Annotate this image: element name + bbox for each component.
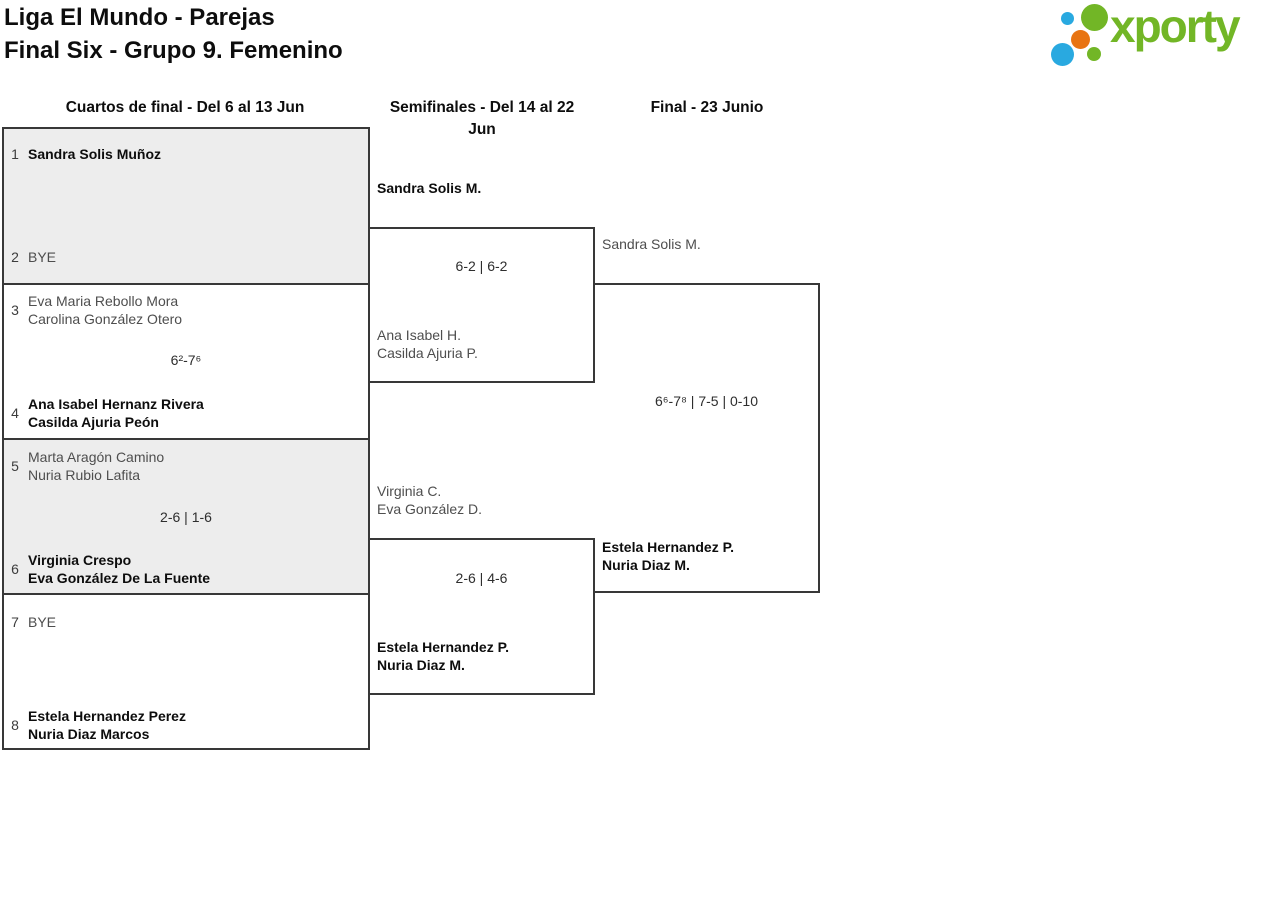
page-title: Liga El Mundo - Parejas Final Six - Grup… [4,1,343,67]
sf1-team-2: Ana Isabel H. Casilda Ajuria P. [377,326,478,362]
team-name: Carolina González Otero [28,311,183,327]
team-name: Estela Hernandez P. [377,639,510,655]
final-team-2: Estela Hernandez P. Nuria Diaz M. [602,538,734,574]
round-header-final: Final - 23 Junio [650,99,764,116]
seed-number: 7 [11,614,19,630]
qf2-team-1: 3 Eva Maria Rebollo Mora Carolina Gonzál… [8,292,182,328]
seed-number: 6 [11,561,19,577]
match-box-qf2[interactable] [2,283,370,440]
match-box-final[interactable] [593,283,820,593]
logo-dot-green-large [1081,4,1108,31]
logo-dot-green-small [1087,47,1101,61]
logo-dot-orange [1071,30,1090,49]
qf4-team-1: 7 BYE [8,613,56,631]
final-team-1: Sandra Solis M. [602,235,701,253]
sf1-score: 6-2 | 6-2 [455,258,508,274]
team-name: Nuria Rubio Lafita [28,467,141,483]
team-name: Casilda Ajuria P. [377,345,478,361]
seed-number: 2 [11,249,19,265]
team-name: Eva Maria Rebollo Mora [28,293,179,309]
xporty-logo-text: xporty [1110,0,1241,52]
sf2-team-2: Estela Hernandez P. Nuria Diaz M. [377,638,509,674]
team-name: Sandra Solis Muñoz [28,146,162,162]
match-box-sf1[interactable] [368,227,595,383]
sf2-team-1: Virginia C. Eva González D. [377,482,482,518]
team-name: Estela Hernandez P. [602,539,735,555]
qf1-team-1: 1 Sandra Solis Muñoz [8,145,161,163]
xporty-logo-icon [1048,2,1110,66]
team-name: BYE [28,249,57,265]
seed-number: 4 [11,405,19,421]
round-header-quarterfinals: Cuartos de final - Del 6 al 13 Jun [65,99,305,116]
logo-dot-blue-large [1051,43,1074,66]
team-name: Ana Isabel H. [377,327,462,343]
page-title-line2: Final Six - Grupo 9. Femenino [4,37,343,64]
logo-dot-blue-small [1061,12,1074,25]
team-name: Sandra Solis M. [602,236,701,252]
qf3-score: 2-6 | 1-6 [160,509,212,525]
final-score: 6⁶-7⁸ | 7-5 | 0-10 [655,393,758,409]
team-name: Nuria Diaz Marcos [28,726,150,742]
match-box-sf2[interactable] [368,538,595,695]
qf1-team-2: 2 BYE [8,248,56,266]
sf1-team-1: Sandra Solis M. [377,179,481,197]
seed-number: 1 [11,146,19,162]
xporty-logo[interactable]: xporty [1048,0,1276,68]
seed-number: 5 [11,458,19,474]
sf2-score: 2-6 | 4-6 [455,570,508,586]
team-name: Estela Hernandez Perez [28,708,186,724]
page-title-line1: Liga El Mundo - Parejas [4,4,275,31]
qf2-score: 6²-7⁶ [170,352,202,368]
team-name: Eva González D. [377,501,483,517]
round-header-semifinals: Semifinales - Del 14 al 22 Jun [389,99,575,138]
team-name: Ana Isabel Hernanz Rivera [28,396,204,412]
match-box-qf1[interactable] [2,127,370,285]
qf3-team-1: 5 Marta Aragón Camino Nuria Rubio Lafita [8,448,164,484]
seed-number: 3 [11,302,19,318]
qf3-team-2: 6 Virginia Crespo Eva González De La Fue… [8,551,210,587]
qf2-team-2: 4 Ana Isabel Hernanz Rivera Casilda Ajur… [8,395,204,431]
qf4-team-2: 8 Estela Hernandez Perez Nuria Diaz Marc… [8,707,186,743]
team-name: BYE [28,614,57,630]
team-name: Nuria Diaz M. [377,657,465,673]
team-name: Casilda Ajuria Peón [28,414,159,430]
team-name: Nuria Diaz M. [602,557,690,573]
team-name: Virginia Crespo [28,552,132,568]
team-name: Eva González De La Fuente [28,570,211,586]
seed-number: 8 [11,717,19,733]
team-name: Virginia C. [377,483,442,499]
team-name: Sandra Solis M. [377,180,482,196]
team-name: Marta Aragón Camino [28,449,165,465]
match-box-qf4[interactable] [2,593,370,750]
